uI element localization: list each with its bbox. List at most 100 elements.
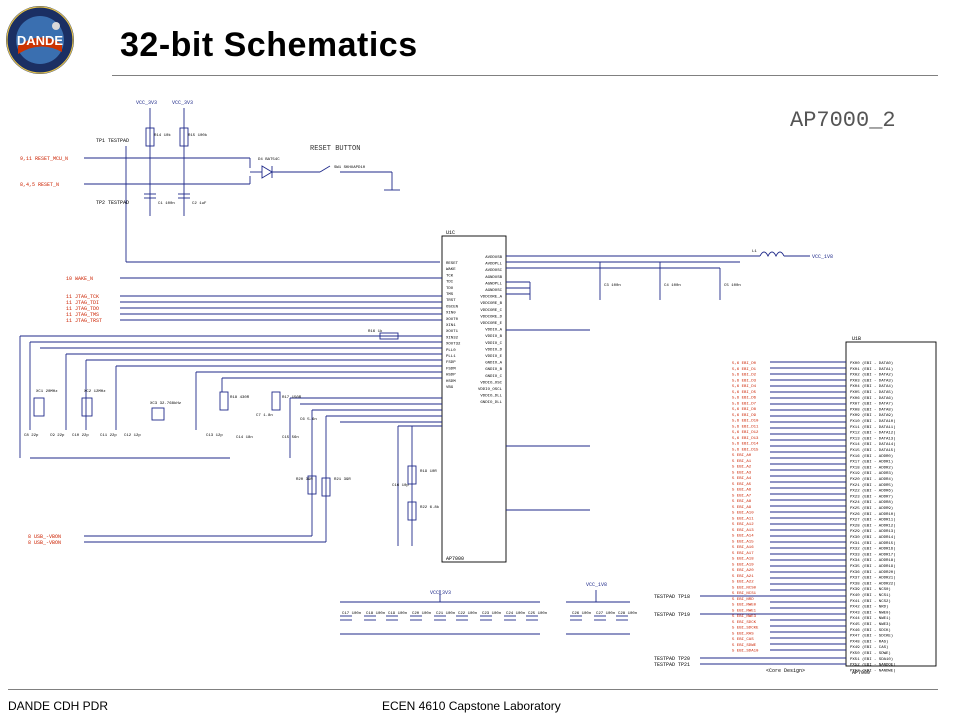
component-label: C7 1.8n xyxy=(256,414,273,418)
pin-name: PX53 (EBI - NANDWE) xyxy=(850,668,896,673)
pin-name: PX06 (EBI - DATA6) xyxy=(850,396,893,401)
supply-label-vcc1v8: VCC_1V8 xyxy=(812,254,833,260)
xc1-crystal xyxy=(33,397,45,417)
net-label: 5 EBI_NCS1 xyxy=(732,592,757,596)
net-label: 5 EBI_A2 xyxy=(732,466,752,470)
logo-gold-rim xyxy=(6,6,74,74)
footer-center: ECEN 4610 Capstone Laboratory xyxy=(382,699,561,713)
pin-name: PX07 (EBI - DATA7) xyxy=(850,402,893,407)
pin-name: XOUT1 xyxy=(446,330,459,334)
pin-name: PX38 (EBI - ADDR22) xyxy=(850,581,896,586)
component-label: C23 100n xyxy=(482,612,502,616)
net-label: 5 EBI_NWE0 xyxy=(732,604,757,608)
net-label: 8 USB_-VBON xyxy=(28,534,61,540)
net-label: 11 JTAG_TDI xyxy=(66,300,99,306)
pin-name: PX18 (EBI - ADDR2) xyxy=(850,465,893,470)
component-label: C13 12p xyxy=(206,434,223,438)
pin-name: HSDM xyxy=(446,380,456,384)
net-label: 5 EBI_A10 xyxy=(732,512,754,516)
pin-name: PX00 (EBI - DATA0) xyxy=(850,361,893,366)
component-label: R21 39R xyxy=(334,478,351,482)
net-label: 5 EBI_A8 xyxy=(732,500,752,504)
u1b-part: AP7000 xyxy=(852,670,870,676)
pin-name: PX29 (EBI - ADDR13) xyxy=(850,529,896,534)
net-label: 5 EBI_NCS0 xyxy=(732,586,757,590)
pin-name: PX32 (EBI - ADDR16) xyxy=(850,547,896,552)
component-label: C24 100n xyxy=(506,612,526,616)
test-pad-label: TESTPAD TP21 xyxy=(654,662,690,668)
pin-name: PX08 (EBI - DATA8) xyxy=(850,407,893,412)
pin-name: FSDM xyxy=(446,367,456,371)
pin-name: PLL1 xyxy=(446,355,456,359)
pin-name: PX21 (EBI - ADDR5) xyxy=(850,483,893,488)
net-label: 5 EBI_NWE1 xyxy=(732,609,757,613)
pin-name: PX31 (EBI - ADDR15) xyxy=(850,541,896,546)
pin-name: PX12 (EBI - DATA12) xyxy=(850,431,896,436)
pin-name: GNDIO_C xyxy=(485,375,502,379)
pin-name: PX13 (EBI - DATA13) xyxy=(850,436,896,441)
pin-name: AVDDOSC xyxy=(485,269,502,273)
pin-name: PX15 (EBI - DATA15) xyxy=(850,448,896,453)
pin-name: VDDIO_OSC xyxy=(480,381,502,385)
dande-logo-graphic: DANDE xyxy=(6,6,74,74)
net-label: 5 EBI_CAS xyxy=(732,638,754,642)
component-label: C26 100n xyxy=(572,612,592,616)
test-pad-label: TP1 TESTPAD xyxy=(96,138,129,144)
logo-swoosh xyxy=(18,37,62,54)
net-label: 5 EBI_A9 xyxy=(732,506,752,510)
pin-name: PX22 (EBI - ADDR6) xyxy=(850,489,893,494)
pin-name: VDDCORE_E xyxy=(480,322,502,326)
net-label: 5,6 EBI_D11 xyxy=(732,425,759,429)
pin-name: GNDIO_B xyxy=(485,368,502,372)
net-label: 5 EBI_A5 xyxy=(732,483,752,487)
pin-name: VDDIO_A xyxy=(485,329,502,333)
net-label: 5 EBI_SDA10 xyxy=(732,650,759,654)
pin-name: PX14 (EBI - DATA14) xyxy=(850,442,896,447)
net-label: 5 EBI_A13 xyxy=(732,529,754,533)
net-label: 5,6 EBI_D14 xyxy=(732,443,759,447)
pin-name: RESET xyxy=(446,262,459,266)
net-label: 10 WAKE_N xyxy=(66,276,93,282)
u1c-right-pin-names: AVDDUSBAVDDPLLAVDDOSCAGNDUSBAGNDPLLAGNDO… xyxy=(478,256,503,405)
pin-name: PX26 (EBI - ADDR10) xyxy=(850,512,896,517)
supply-label-vcc3v3-bottom: VCC_3V3 xyxy=(430,590,451,596)
pin-name: PX11 (EBI - DATA11) xyxy=(850,425,896,430)
pin-name: PX43 (EBI - NWE0) xyxy=(850,610,891,615)
pin-name: XIN0 xyxy=(446,312,456,316)
pin-name: TRST xyxy=(446,299,456,303)
pin-name: PX05 (EBI - DATA5) xyxy=(850,390,893,395)
net-label: 5 EBI_A18 xyxy=(732,558,754,562)
net-label: 11 JTAG_TMS xyxy=(66,312,99,318)
component-label: R18 430R xyxy=(230,396,250,400)
pin-name: PX10 (EBI - DATA10) xyxy=(850,419,896,424)
pin-name: AGNDUSB xyxy=(485,276,502,280)
supply-label-vcc1v8-bottom: VCC_1V8 xyxy=(586,582,607,588)
component-label: C3 100n xyxy=(604,284,621,288)
component-label: C10 22p xyxy=(72,434,89,438)
net-label: 5 EBI_A6 xyxy=(732,489,752,493)
net-label: 5 EBI_A22 xyxy=(732,581,754,585)
core-design-label: <Core Design> xyxy=(766,668,805,674)
ebi-bus-wires xyxy=(700,361,846,665)
net-label: 5 EBI_A3 xyxy=(732,471,752,475)
pin-name: PX48 (EBI - RAS) xyxy=(850,639,888,644)
pin-name: GNDIO_DLL xyxy=(480,401,502,405)
pin-name: VDDIO_D xyxy=(485,348,502,352)
net-label: 5,6 EBI_D7 xyxy=(732,402,757,406)
component-label: C4 100n xyxy=(664,284,681,288)
logo-satellite-icon xyxy=(52,22,60,30)
net-label: 5 EBI_A20 xyxy=(732,569,754,573)
net-label: 5 EBI_NWE3 xyxy=(732,615,757,619)
dande-logo: DANDE xyxy=(4,4,76,76)
component-label: C8 22p xyxy=(24,434,39,438)
pin-name: PX20 (EBI - ADDR4) xyxy=(850,477,893,482)
test-pad-label: TESTPAD TP18 xyxy=(654,594,690,600)
component-label: L1 xyxy=(752,250,757,254)
supply-label-vcc3v3-a: VCC_3V3 xyxy=(136,100,157,106)
u1c-left-pin-names: RESETWAKETCKTDITDOTMSTRSTOSCENXIN0XOUT0X… xyxy=(446,262,461,390)
pin-name: PX02 (EBI - DATA2) xyxy=(850,373,893,378)
pin-name: PX25 (EBI - ADDR9) xyxy=(850,506,893,511)
pin-name: PX30 (EBI - ADDR14) xyxy=(850,535,896,540)
pin-name: HSDP xyxy=(446,374,456,378)
